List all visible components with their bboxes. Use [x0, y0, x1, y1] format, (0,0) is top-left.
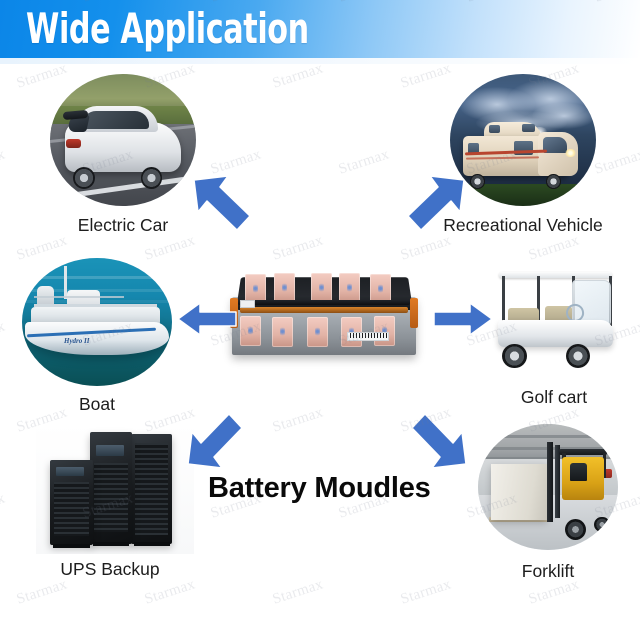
watermark-text: Starmax	[142, 576, 198, 608]
arrow-to-forklift	[411, 413, 467, 469]
header-banner	[0, 0, 640, 58]
recreational-vehicle-photo	[450, 74, 596, 206]
watermark-text: Starmax	[270, 232, 326, 264]
caption-recreational-vehicle: Recreational Vehicle	[443, 215, 603, 235]
boat-photo: Hydro II	[22, 258, 172, 386]
arrow-to-boat	[177, 302, 237, 336]
application-card-boat[interactable]: Hydro II	[22, 258, 172, 386]
watermark-text: Starmax	[592, 146, 640, 178]
caption-golf-cart: Golf cart	[520, 387, 588, 407]
caption-forklift: Forklift	[521, 561, 575, 581]
watermark-text: Starmax	[336, 146, 392, 178]
page-title: Wide Application	[26, 4, 309, 53]
watermark-text: Starmax	[270, 60, 326, 92]
arrow-to-recreational-vehicle	[407, 175, 465, 231]
watermark-text: Starmax	[398, 576, 454, 608]
application-card-golf-cart[interactable]	[478, 258, 630, 378]
electric-car-photo	[50, 74, 196, 206]
caption-boat: Boat	[79, 394, 115, 414]
center-product-title: Battery Moudles	[208, 472, 431, 504]
caption-electric-car: Electric Car	[77, 215, 169, 235]
watermark-text: Starmax	[0, 490, 8, 522]
caption-ups-backup: UPS Backup	[60, 559, 160, 579]
ups-backup-photo	[36, 424, 194, 554]
application-card-electric-car[interactable]	[50, 74, 196, 206]
watermark-text: Starmax	[270, 576, 326, 608]
arrow-to-electric-car	[193, 175, 251, 231]
watermark-text: Starmax	[0, 146, 8, 178]
arrow-to-golf-cart	[433, 302, 493, 336]
watermark-text: Starmax	[398, 60, 454, 92]
forklift-photo	[478, 424, 618, 550]
application-card-ups-backup[interactable]	[36, 424, 194, 554]
watermark-text: Starmax	[14, 576, 70, 608]
header-underline	[0, 58, 640, 64]
application-card-recreational-vehicle[interactable]	[450, 74, 596, 206]
watermark-text: Starmax	[398, 232, 454, 264]
golf-cart-photo	[478, 258, 630, 378]
watermark-text: Starmax	[0, 318, 8, 350]
arrow-to-ups-backup	[187, 413, 243, 469]
application-card-forklift[interactable]	[478, 424, 618, 550]
watermark-text: Starmax	[270, 404, 326, 436]
battery-module-photo	[228, 262, 420, 362]
